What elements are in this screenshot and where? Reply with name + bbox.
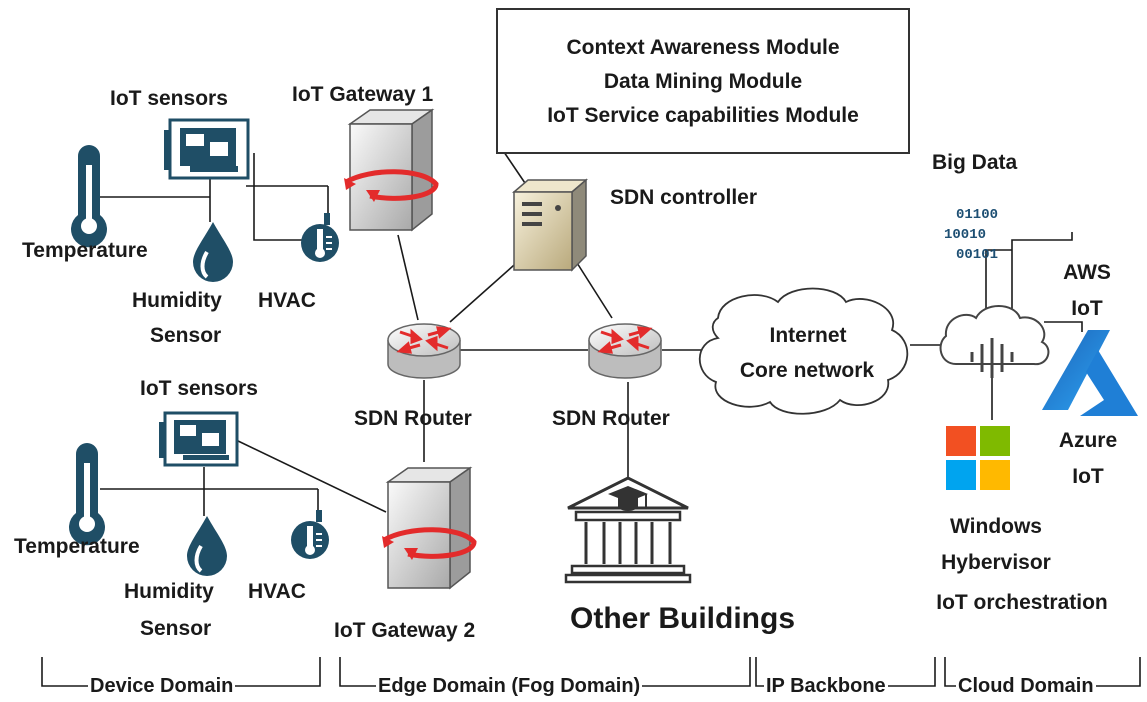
windows-label: Windows [950,515,1042,538]
temperature-bottom-label: Temperature [14,535,140,558]
sdn-router-right-label: SDN Router [552,407,670,430]
internet-cloud-icon [698,287,909,415]
core-network-label: Core network [739,359,875,382]
humidity-drop-bottom-icon [187,516,227,576]
humidity-bottom-label: Humidity [124,580,214,603]
iot-sensor-board-top-icon [164,118,250,180]
context-awareness-label: Context Awareness Module [566,36,840,59]
iot-orchestration-label: IoT orchestration [936,591,1108,614]
ip-backbone-label: IP Backbone [764,675,888,697]
hvac-top-label: HVAC [258,289,316,312]
humidity-drop-top-icon [193,222,233,282]
azure-logo-icon [1042,330,1138,416]
aws-iot-label: IoT [1071,297,1103,320]
other-buildings-icon [564,476,692,584]
cloud-domain-label: Cloud Domain [956,675,1096,697]
iot-gateway-1-icon [344,108,439,232]
iot-sensors-top-label: IoT sensors [110,87,228,110]
iot-gateway-2-label: IoT Gateway 2 [334,619,476,642]
modules-box: Context Awareness Module Data Mining Mod… [496,8,910,154]
connection-lines [100,151,1083,518]
data-mining-label: Data Mining Module [603,70,803,93]
device-domain-label: Device Domain [88,675,236,697]
thermometer-top-icon [71,145,107,248]
hvac-gauge-bottom-icon [291,510,329,559]
sensor-top-label: Sensor [150,324,222,347]
azure-iot-label: IoT [1072,465,1104,488]
hvac-bottom-label: HVAC [248,580,306,603]
temperature-top-label: Temperature [22,239,148,262]
internet-label: Internet [769,324,847,347]
service-capabilities-label: IoT Service capabilities Module [547,104,859,127]
sdn-router-right-icon [588,323,662,379]
big-data-label: Big Data [932,151,1018,174]
binary-row-2: 10010 [944,227,987,243]
hvac-gauge-top-icon [301,213,339,262]
sdn-router-left-icon [387,323,461,379]
binary-row-1: 01100 [956,207,999,223]
edge-domain-label: Edge Domain (Fog Domain) [376,675,643,697]
windows-logo-icon [946,426,1010,490]
iot-gateway-1-label: IoT Gateway 1 [292,83,434,106]
sensor-bottom-label: Sensor [140,617,212,640]
humidity-top-label: Humidity [132,289,222,312]
sdn-controller-icon [511,178,589,272]
other-buildings-label: Other Buildings [570,602,795,635]
iot-sensors-bottom-label: IoT sensors [140,377,258,400]
iot-cloud-service-icon [939,305,1050,378]
sdn-router-left-label: SDN Router [354,407,472,430]
aws-label: AWS [1063,261,1111,284]
azure-label: Azure [1058,429,1118,452]
binary-row-3: 00101 [956,247,999,263]
sdn-controller-label: SDN controller [610,186,758,209]
iot-sensor-board-bottom-icon [159,411,239,467]
thermometer-bottom-icon [69,443,105,546]
iot-gateway-2-icon [382,466,477,590]
hypervisor-label: Hybervisor [941,551,1051,574]
